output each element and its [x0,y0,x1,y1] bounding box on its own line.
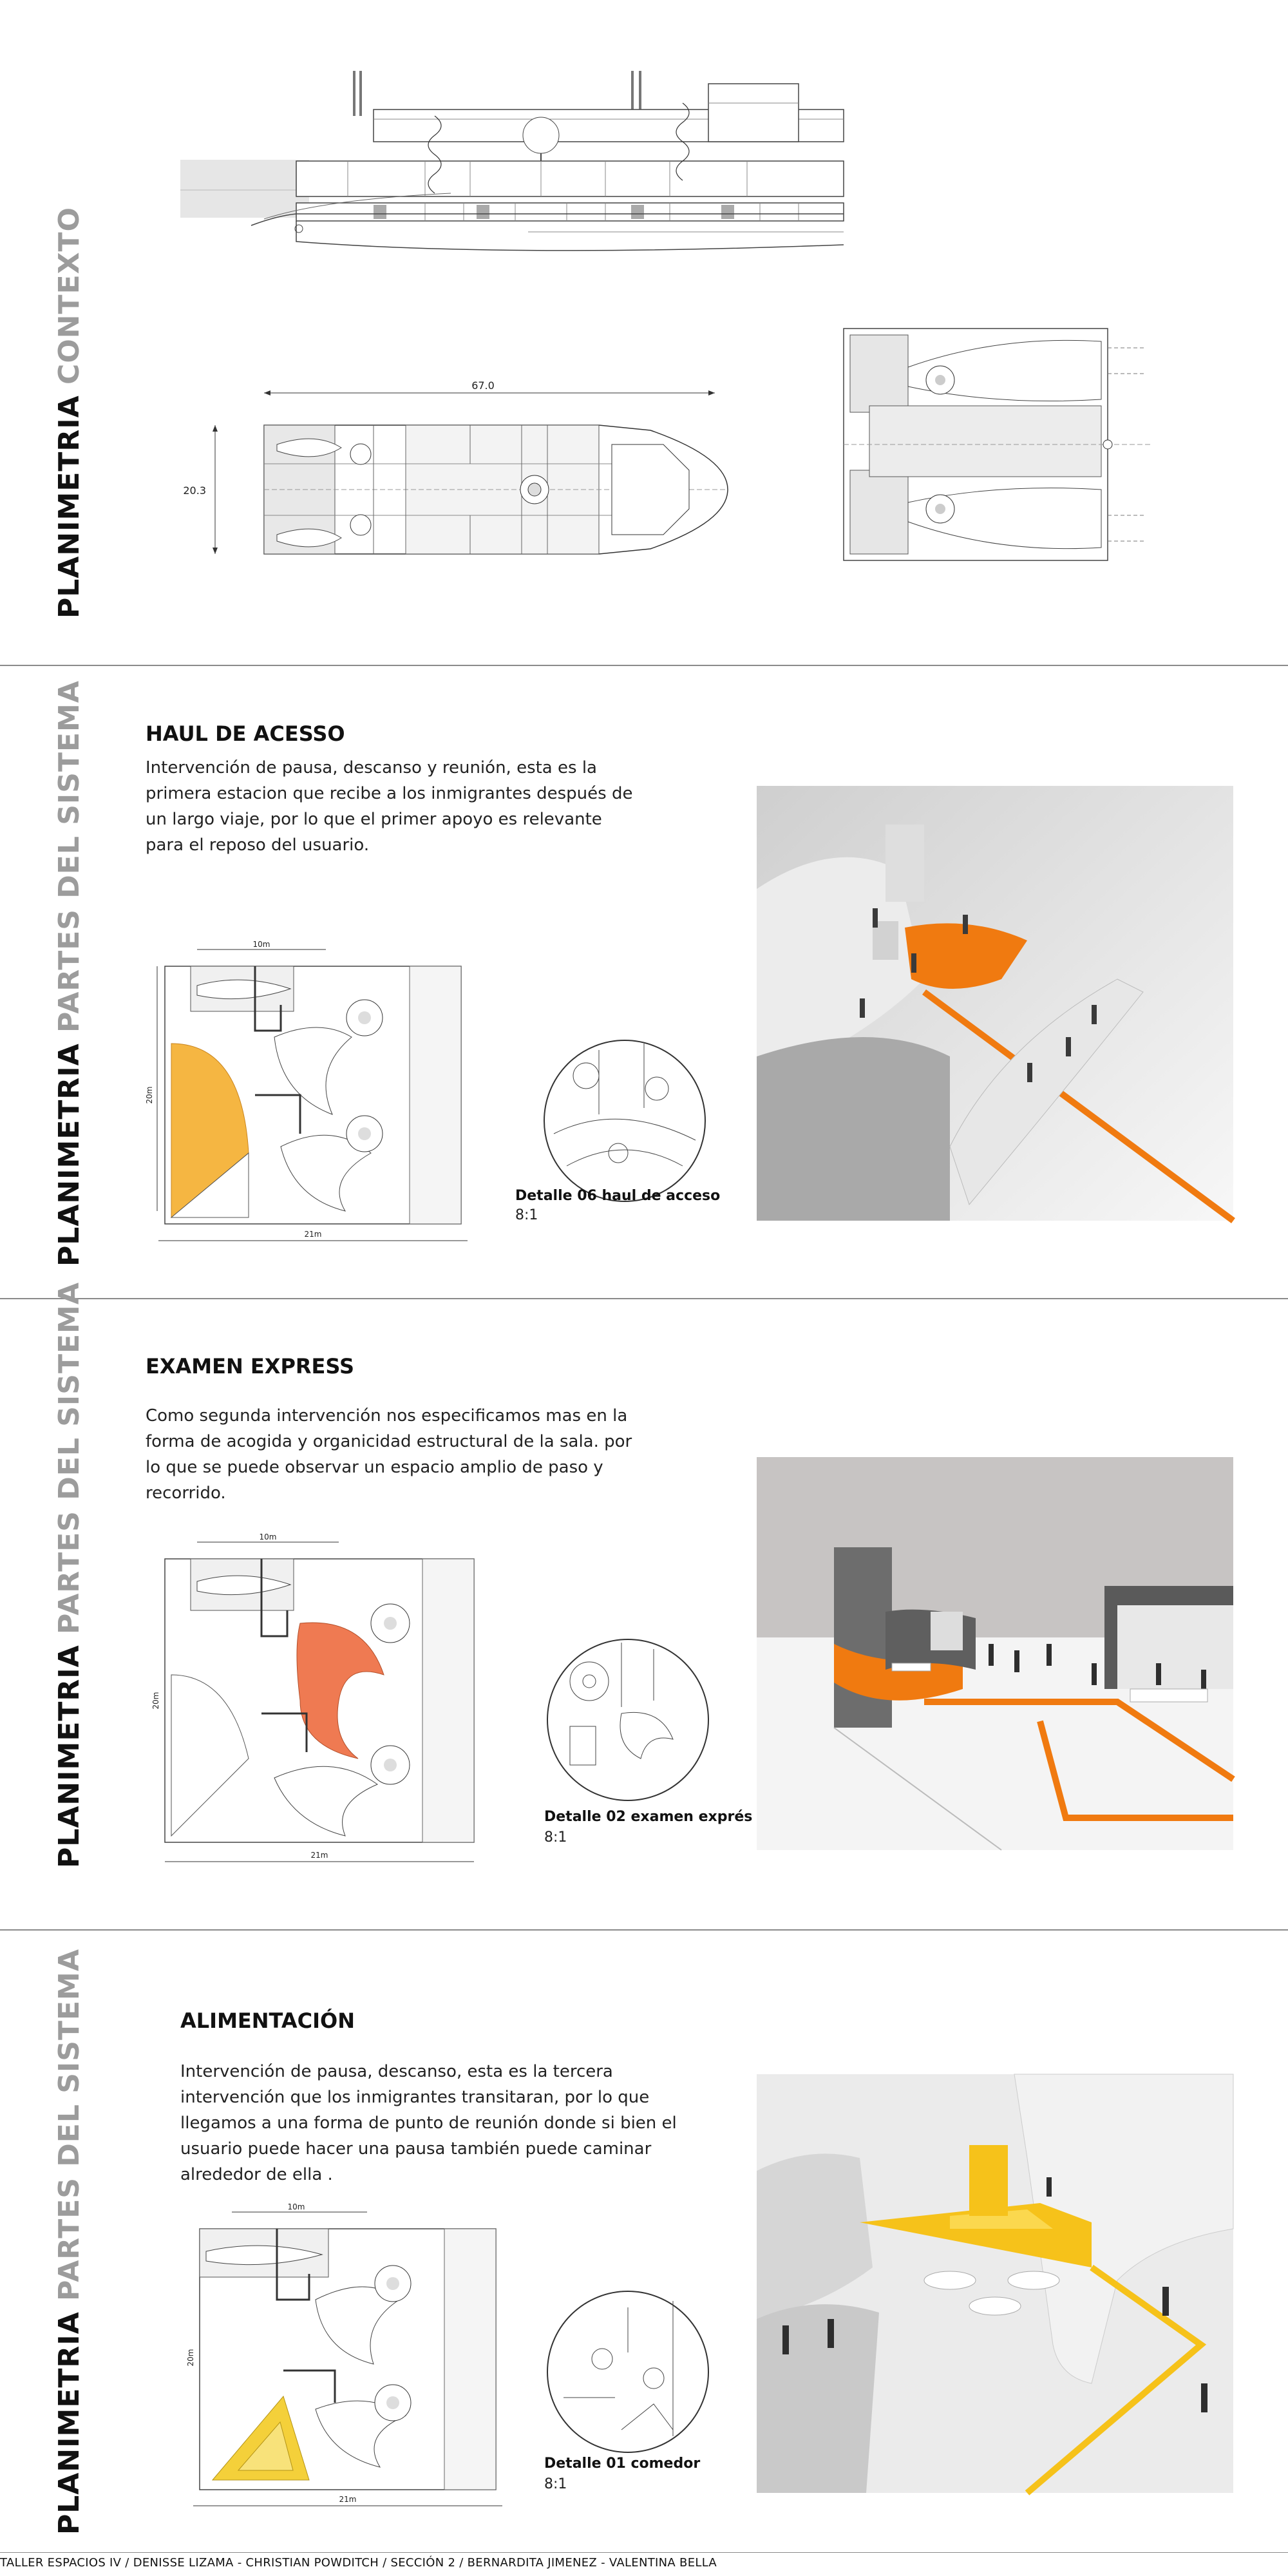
section-paragraph: Como segunda intervención nos especifica… [146,1406,632,1503]
svg-text:10m: 10m [288,2202,305,2211]
section-divider [0,665,1288,666]
section-heading: ALIMENTACIÓN [180,2008,355,2033]
detail-scale: 8:1 [544,2476,567,2492]
detail-circle-haul [544,1040,706,1202]
detail-scale: 8:1 [515,1207,538,1223]
detail-circle-examen [547,1639,709,1801]
section-heading: EXAMEN EXPRESS [146,1354,355,1379]
detail-title: Detalle 06 haul de acceso [515,1188,721,1204]
section-title-contexto: PLANIMETRIA CONTEXTO [53,207,86,618]
section-paragraph: Intervención de pausa, descanso, esta es… [180,2062,677,2184]
title-primary: PLANIMETRIA [53,395,86,618]
section-divider [0,1298,1288,1299]
detail-title: Detalle 02 examen exprés [544,1809,753,1825]
ship-length-dim: 67.0 [471,379,495,392]
svg-text:20m: 20m [145,1087,154,1104]
section-heading: HAUL DE ACESSO [146,721,345,746]
svg-text:21m: 21m [339,2495,357,2504]
detail-scale: 8:1 [544,1829,567,1846]
render-examen [757,1457,1235,1851]
section-paragraph: Intervención de pausa, descanso y reunió… [146,758,633,855]
footer-credits: TALLER ESPACIOS IV / DENISSE LIZAMA - CH… [0,2556,717,2570]
svg-text:21m: 21m [311,1851,328,1860]
highlight-area [296,1622,384,1759]
svg-text:21m: 21m [305,1230,322,1239]
highlight-area [171,1043,249,1219]
section-title-examen: PLANIMETRIA PARTES DEL SISTEMA [53,1282,86,1868]
ship-stern-plan-drawing [843,328,1153,561]
footer-divider [0,2552,1288,2553]
detail-circle-alimentacion [547,2291,709,2453]
section-divider [0,1929,1288,1931]
ship-elevation-drawing [180,71,844,251]
ship-plan-drawing: 67.0 20.3 [183,379,728,555]
section-title-alimentacion: PLANIMETRIA PARTES DEL SISTEMA [53,1949,86,2535]
floor-plan-alimentacion: 10m 20m 21m [186,2202,502,2506]
svg-text:20m: 20m [151,1692,160,1710]
ship-width-dim: 20.3 [183,484,206,497]
svg-text:10m: 10m [253,940,270,949]
svg-text:20m: 20m [186,2349,195,2367]
floor-plan-examen: 10m 20m 21m [151,1532,475,1862]
section-title-haul: PLANIMETRIA PARTES DEL SISTEMA [53,680,86,1266]
render-haul [757,786,1235,1224]
render-alimentacion [757,2074,1234,2495]
floor-plan-haul: 10m 20m 21m [145,940,468,1241]
svg-text:10m: 10m [260,1532,277,1541]
detail-title: Detalle 01 comedor [544,2456,701,2472]
title-secondary: CONTEXTO [53,207,86,385]
